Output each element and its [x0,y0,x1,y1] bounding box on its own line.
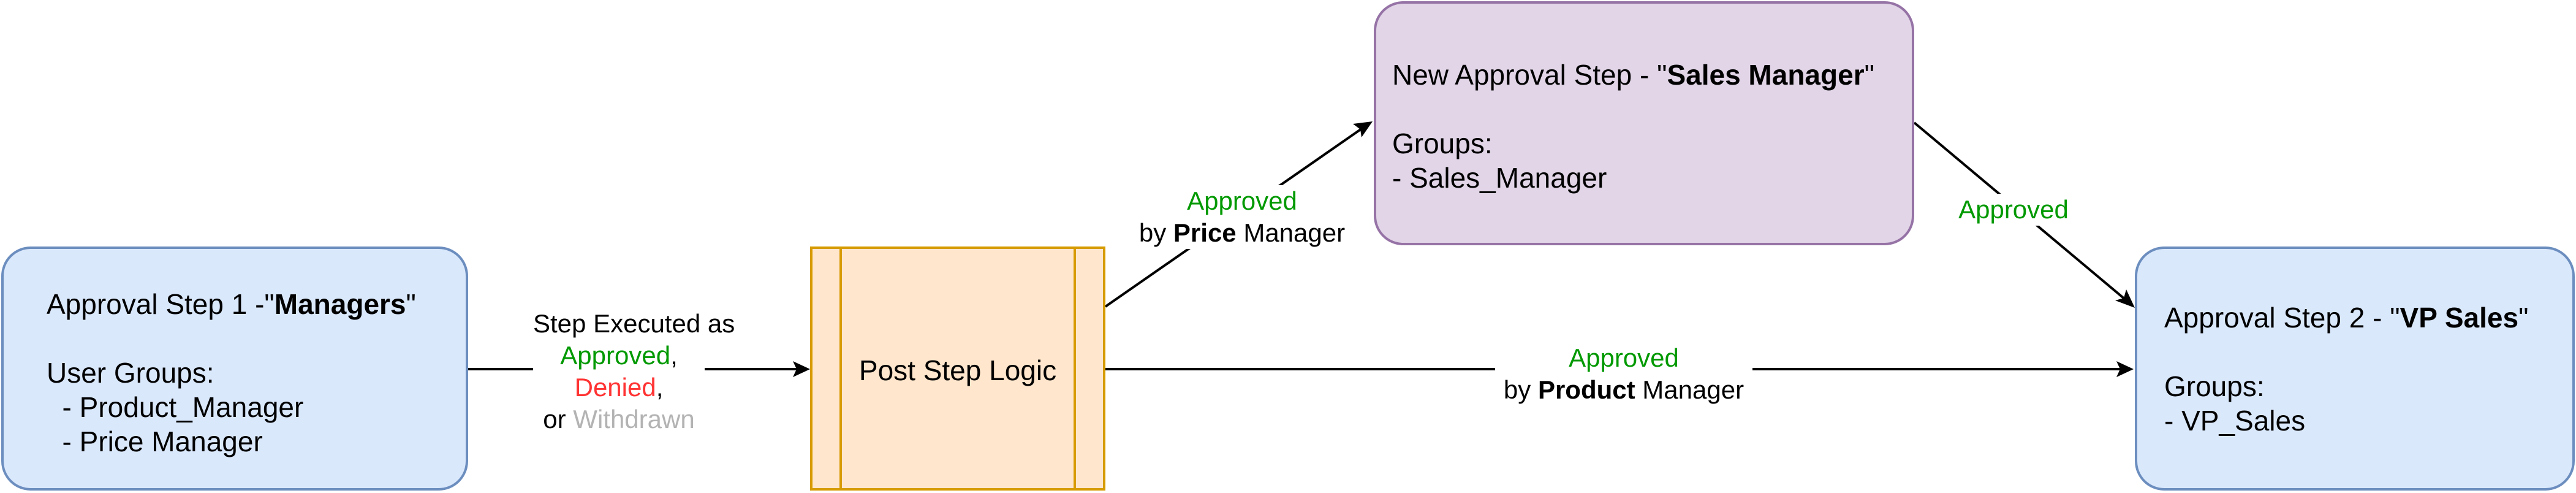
edge-label-price-manager: Approved by Price Manager [1131,185,1353,249]
sales-step-title: New Approval Step - "Sales Manager" [1392,59,1874,91]
step2-group-item: - VP_Sales [2164,405,2306,437]
process-left-bar [839,249,842,488]
step2-title: Approval Step 2 - "VP Sales" [2164,302,2529,334]
status-approved: Approved [560,341,671,370]
step2-groups-heading: Groups: [2164,370,2265,402]
approval-step-2-node: Approval Step 2 - "VP Sales" Groups: - V… [2135,246,2575,491]
edge-label-sales-approved: Approved [1952,194,2075,226]
approval-step-1-node: Approval Step 1 -"Managers" User Groups:… [1,246,468,491]
step1-group-item: - Product_Manager [47,391,304,423]
sales-step-group-item: - Sales_Manager [1392,162,1607,194]
edge-label-product-manager: Approved by Product Manager [1495,342,1752,406]
step1-group-item: - Price Manager [47,426,263,457]
sales-manager-step-node: New Approval Step - "Sales Manager" Grou… [1374,1,1914,245]
status-denied: Denied [574,373,656,402]
post-step-logic-node: Post Step Logic [810,246,1105,491]
step1-groups-heading: User Groups: [47,357,214,389]
status-approved: Approved [1958,195,2069,224]
sales-step-groups-heading: Groups: [1392,128,1493,159]
status-withdrawn: Withdrawn [573,405,695,434]
process-right-bar [1074,249,1076,488]
status-approved: Approved [1187,186,1297,215]
post-step-label: Post Step Logic [858,354,1057,386]
step1-title: Approval Step 1 -"Managers" [47,288,416,320]
edge-label-step-executed: Step Executed as Approved, Denied, or Wi… [533,308,735,435]
status-approved: Approved [1569,343,1679,372]
